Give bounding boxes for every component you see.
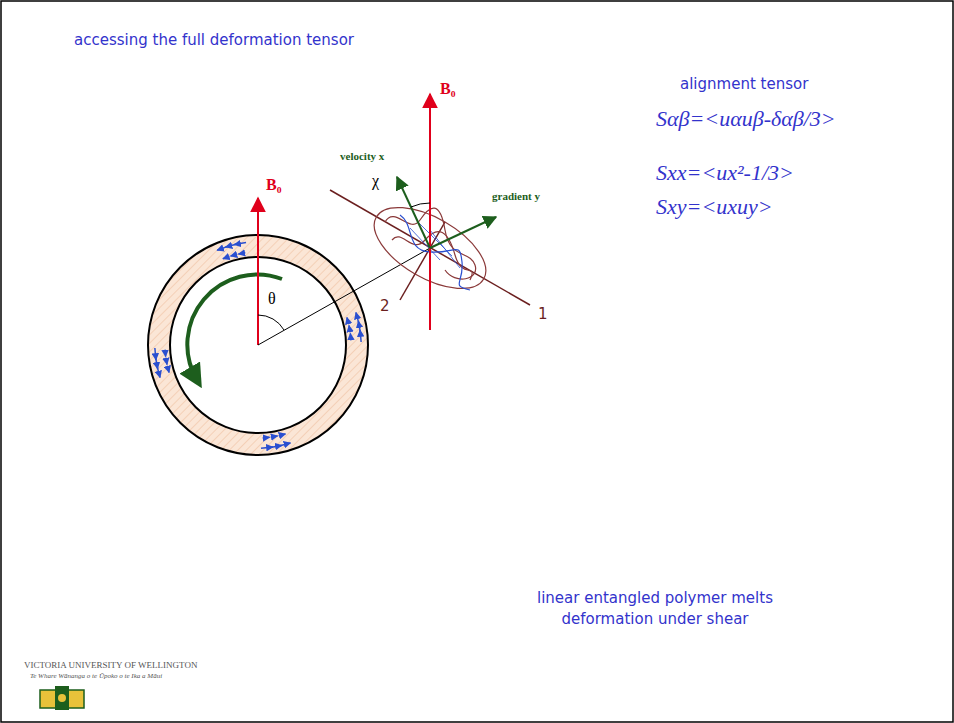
director-arrow	[279, 434, 286, 436]
director-arrow	[347, 318, 349, 325]
tensor-formula: Sxx=<ux²-1/3>	[654, 160, 796, 185]
director-arrow	[155, 348, 156, 360]
director-arrow	[238, 253, 245, 254]
field-arrow	[257, 198, 259, 345]
field-arrow	[429, 94, 431, 330]
axis-number: 2	[378, 298, 392, 315]
tensor-formula: Sαβ=<uαuβ-δαβ/3>	[654, 106, 838, 131]
field-label: B₀	[438, 80, 457, 98]
director-arrow	[166, 358, 167, 365]
director-arrow	[350, 333, 352, 340]
field-label: B₀	[264, 176, 283, 194]
director-arrow	[360, 330, 361, 342]
director-arrow	[223, 256, 230, 258]
theta-arc	[258, 315, 284, 330]
director-arrow	[167, 366, 169, 373]
rotation-arrow	[187, 275, 282, 380]
director-arrow	[164, 350, 166, 357]
director-arrow	[271, 436, 278, 437]
axis-number: 1	[536, 306, 550, 323]
angle-label: χ	[370, 172, 381, 190]
velocity-arrow	[397, 177, 430, 248]
university-crest	[40, 686, 84, 710]
gradient-arrow	[430, 217, 496, 248]
axis-label: gradient y	[490, 190, 542, 203]
tensor-formula: Sxy=<uxuy>	[654, 194, 775, 219]
chi-arc	[411, 203, 430, 207]
heading-label: alignment tensor	[678, 76, 810, 93]
slide-title: accessing the full deformation tensor	[74, 32, 354, 49]
director-arrow	[231, 254, 238, 256]
slide-caption: linear entangled polymer melts deformati…	[520, 588, 790, 630]
director-arrow	[261, 447, 273, 448]
director-arrow	[349, 325, 350, 332]
institution-motto: Te Whare Wānanga o te Ūpoko o te Ika a M…	[28, 672, 164, 680]
radial-line	[258, 248, 430, 345]
institution-name: VICTORIA UNIVERSITY OF WELLINGTON	[22, 660, 199, 670]
director-arrow	[263, 437, 270, 439]
director-arrow	[234, 243, 246, 245]
axis-label: velocity x	[338, 150, 386, 163]
angle-label: θ	[266, 290, 278, 308]
